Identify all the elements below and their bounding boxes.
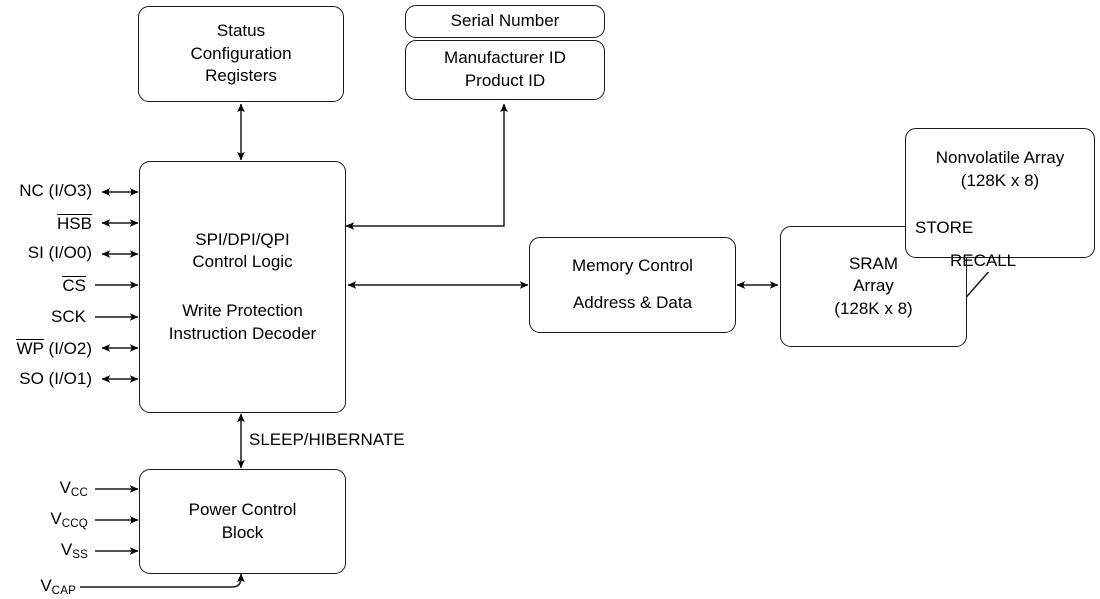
vss-sub: SS <box>72 549 88 561</box>
pin-label-vss: VSS <box>6 540 88 561</box>
hsb-text: HSB <box>57 214 92 233</box>
label-recall: RECALL <box>950 251 1017 270</box>
vcc-sub: CC <box>70 487 88 499</box>
memory-control-line-2: Address & Data <box>572 293 693 312</box>
block-serial-number[interactable]: Serial Number <box>405 5 605 38</box>
vccq-sub: CCQ <box>61 518 88 530</box>
label-store: STORE <box>915 218 974 237</box>
block-power-control[interactable]: Power Control Block <box>139 469 346 574</box>
manufacturer-id-line-1: Manufacturer ID <box>444 48 566 68</box>
pin-label-wp-io2: WP (I/O2) <box>2 339 92 359</box>
status-config-line-1: Status <box>216 21 266 41</box>
manufacturer-id-line-2: Product ID <box>464 71 546 90</box>
pin-label-si-io0: SI (I/O0) <box>6 243 92 263</box>
power-control-line-2: Block <box>221 522 264 542</box>
status-config-line-3: Registers <box>205 66 277 86</box>
si-io0-text: SI (I/O0) <box>27 243 92 262</box>
pin-label-hsb: HSB <box>6 214 92 234</box>
so-io1-text: SO (I/O1) <box>19 369 92 388</box>
block-control-logic[interactable]: SPI/DPI/QPI Control Logic Write Protecti… <box>139 161 346 413</box>
sck-text: SCK <box>51 307 86 326</box>
pin-label-sck: SCK <box>6 307 86 327</box>
pin-label-nc-io3: NC (I/O3) <box>6 181 92 201</box>
nonvolatile-line-2: (128K x 8) <box>960 170 1040 190</box>
pin-label-cs: CS <box>6 276 86 296</box>
control-logic-line-2: Control Logic <box>192 252 293 272</box>
wp-io2-text: (I/O2) <box>43 339 92 358</box>
pin-label-so-io1: SO (I/O1) <box>6 369 92 389</box>
block-nonvolatile-array[interactable]: Nonvolatile Array (128K x 8) <box>905 128 1095 258</box>
vcap-sub: CAP <box>51 585 76 597</box>
status-config-line-2: Configuration <box>190 43 292 63</box>
wp-overline-text: WP <box>16 339 44 358</box>
pin-label-vcap: VCAP <box>0 576 76 597</box>
block-memory-control[interactable]: Memory Control Address & Data <box>529 237 736 333</box>
control-logic-line-3: Write Protection <box>182 301 303 320</box>
block-manufacturer-product-id[interactable]: Manufacturer ID Product ID <box>405 40 605 100</box>
sram-line-1: SRAM <box>848 253 899 273</box>
pin-label-vcc: VCC <box>6 478 88 499</box>
label-sleep-hibernate: SLEEP/HIBERNATE <box>249 430 405 449</box>
nc-io3-text: NC (I/O3) <box>19 181 92 200</box>
sram-line-3: (128K x 8) <box>834 298 913 318</box>
cs-text: CS <box>62 276 86 295</box>
nonvolatile-line-1: Nonvolatile Array <box>935 148 1065 167</box>
sram-line-2: Array <box>853 276 894 296</box>
vccq-base: V <box>50 509 62 528</box>
block-status-configuration-registers[interactable]: Status Configuration Registers <box>138 6 344 102</box>
control-logic-line-1: SPI/DPI/QPI <box>195 229 290 249</box>
serial-number-line-1: Serial Number <box>450 11 560 31</box>
vcap-base: V <box>40 576 52 595</box>
vcc-base: V <box>59 478 71 497</box>
memory-control-line-1: Memory Control <box>572 256 693 276</box>
vss-base: V <box>60 540 73 559</box>
power-control-line-1: Power Control <box>188 499 297 519</box>
arrow-vcap <box>80 573 245 588</box>
arrow-control-to-id-block <box>345 103 508 230</box>
pin-label-vccq: VCCQ <box>6 509 88 530</box>
control-logic-line-4: Instruction Decoder <box>168 323 317 343</box>
